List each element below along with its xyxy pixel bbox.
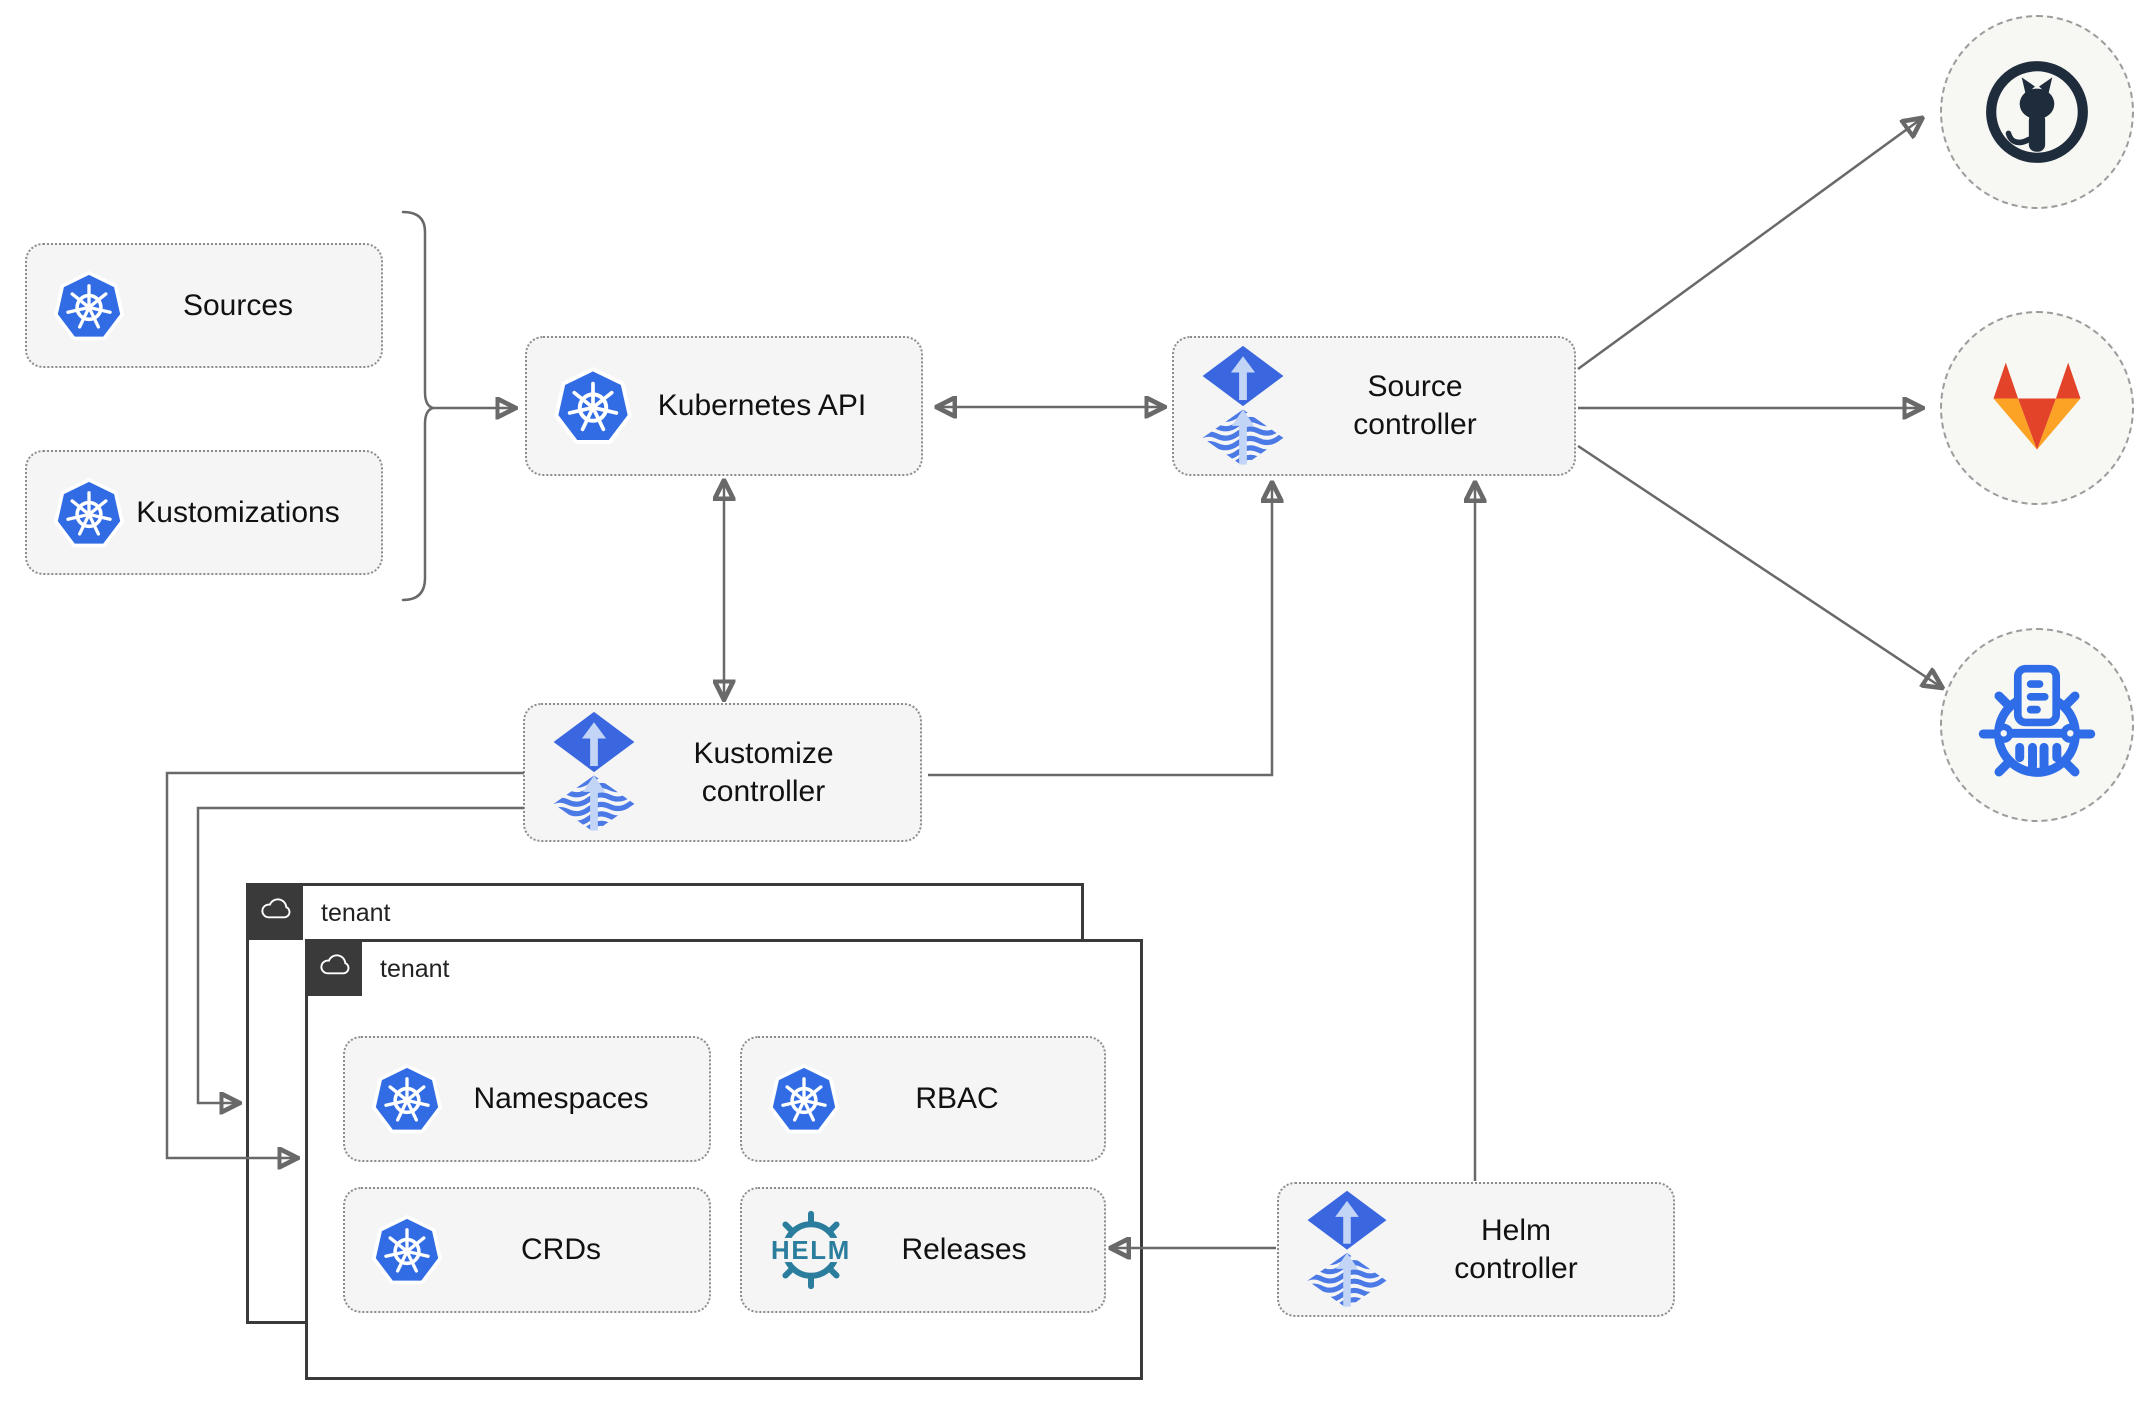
node-crds: CRDs: [343, 1187, 711, 1313]
remote-github: [1940, 15, 2134, 209]
remote-chartmuseum: [1940, 628, 2134, 822]
node-label-line2: controller: [701, 774, 826, 808]
node-label: Kustomize controller: [637, 735, 920, 811]
node-label: Kubernetes API: [657, 389, 867, 422]
helm-icon: HELM: [768, 1207, 854, 1293]
node-kubernetes-api: Kubernetes API: [525, 336, 923, 476]
brace-crd-group: [401, 210, 434, 602]
cloud-icon: [317, 951, 351, 985]
node-label-line2: controller: [1353, 408, 1477, 441]
github-icon: [1986, 61, 2088, 163]
cloud-icon: [258, 895, 292, 929]
node-label-line1: Source: [1367, 370, 1463, 403]
kubernetes-icon: [371, 1214, 443, 1286]
node-label: Releases: [901, 1233, 1027, 1266]
node-label: RBAC: [915, 1082, 999, 1115]
kubernetes-icon: [553, 366, 633, 446]
flux-icon: [1305, 1189, 1389, 1311]
node-rbac: RBAC: [740, 1036, 1106, 1162]
node-label: Namespaces: [473, 1082, 649, 1115]
kubernetes-icon: [768, 1063, 840, 1135]
node-label: Helm controller: [1389, 1212, 1673, 1288]
edge-source-to-github: [1577, 119, 1921, 371]
node-label-line2: controller: [1454, 1251, 1578, 1285]
flux-icon: [551, 710, 637, 835]
node-kustomize-controller: Kustomize controller: [523, 703, 922, 842]
kubernetes-icon: [371, 1063, 443, 1135]
node-label: CRDs: [521, 1233, 601, 1266]
node-source-controller: Source controller: [1172, 336, 1576, 476]
node-label-line1: Helm: [1480, 1213, 1551, 1247]
flux-icon: [1200, 344, 1286, 469]
gitlab-icon: [1993, 362, 2081, 450]
edge-source-to-chartmuseum: [1577, 444, 1941, 687]
chartmuseum-icon: [1978, 664, 2096, 777]
node-releases: HELM Releases: [740, 1187, 1106, 1313]
node-label: Kustomizations: [136, 495, 340, 529]
node-namespaces: Namespaces: [343, 1036, 711, 1162]
tenant-tab: [305, 939, 362, 996]
remote-gitlab: [1940, 311, 2134, 505]
node-kustomizations: Kustomizations: [25, 450, 383, 575]
tenant-tab: [246, 883, 303, 940]
node-label: Source controller: [1286, 368, 1574, 444]
tenant-label: tenant: [321, 898, 391, 927]
edge-kustomize-to-source-controller: [928, 484, 1272, 777]
kubernetes-icon: [53, 477, 125, 549]
node-label: Sources: [182, 288, 294, 322]
helm-wordmark: HELM: [771, 1237, 851, 1265]
node-helm-controller: Helm controller: [1277, 1182, 1675, 1317]
node-label-line1: Kustomize: [693, 736, 834, 770]
kubernetes-icon: [53, 270, 125, 342]
node-sources: Sources: [25, 243, 383, 368]
tenant-label: tenant: [380, 954, 450, 983]
tenant-box-front: tenant Namespaces RBAC CRDs: [305, 939, 1143, 1380]
